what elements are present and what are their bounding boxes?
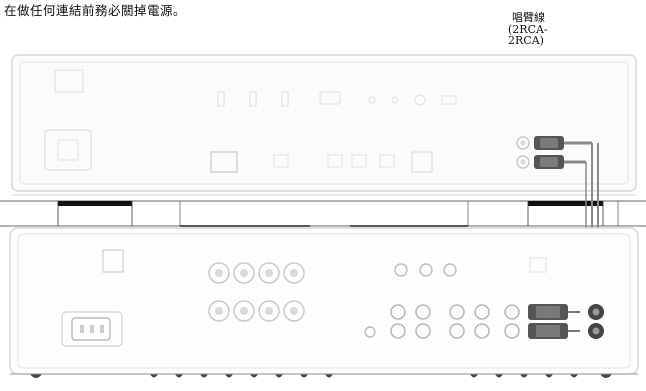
lower-device-panel (9, 227, 639, 378)
separator-band (0, 200, 646, 233)
cable-spec-line2: 2RCA) (508, 34, 544, 47)
cable-spec-line1: (2RCA- (508, 22, 548, 36)
upper-device-panel (11, 54, 637, 196)
cable-name: 唱臂線 (512, 11, 545, 24)
instruction-text: 在做任何連結前務必關掉電源。 (4, 3, 187, 18)
cable-label: 唱臂線 (2RCA- 2RCA) (508, 12, 568, 47)
